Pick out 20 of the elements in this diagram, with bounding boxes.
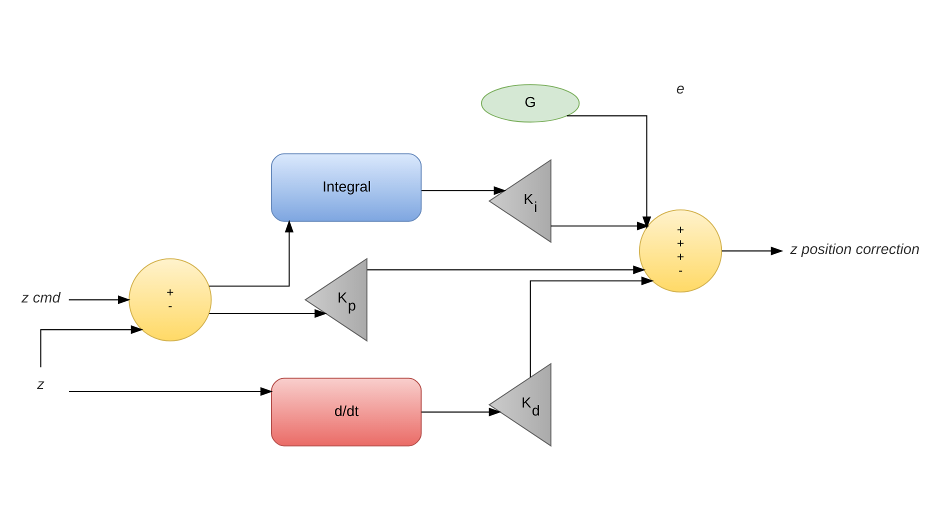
arrow <box>68 294 130 304</box>
node-text: z <box>37 376 44 392</box>
arrow <box>40 324 144 367</box>
arrow <box>421 186 506 195</box>
arrow <box>550 221 650 230</box>
arrow <box>722 246 784 255</box>
arrow <box>209 219 294 286</box>
arrow <box>530 276 654 377</box>
node-box: Integral <box>271 152 422 222</box>
node-circle: + + + - <box>638 208 722 292</box>
node-box: d/dt <box>271 377 422 446</box>
arrow <box>68 386 273 396</box>
label: e <box>676 81 684 98</box>
arrow <box>566 114 652 228</box>
arrow <box>209 308 328 318</box>
node-ellipse: G <box>480 84 580 122</box>
node-text: z cmd <box>22 290 60 306</box>
node-text: z position correction <box>790 241 920 258</box>
arrow <box>367 264 646 274</box>
arrow <box>421 407 502 416</box>
